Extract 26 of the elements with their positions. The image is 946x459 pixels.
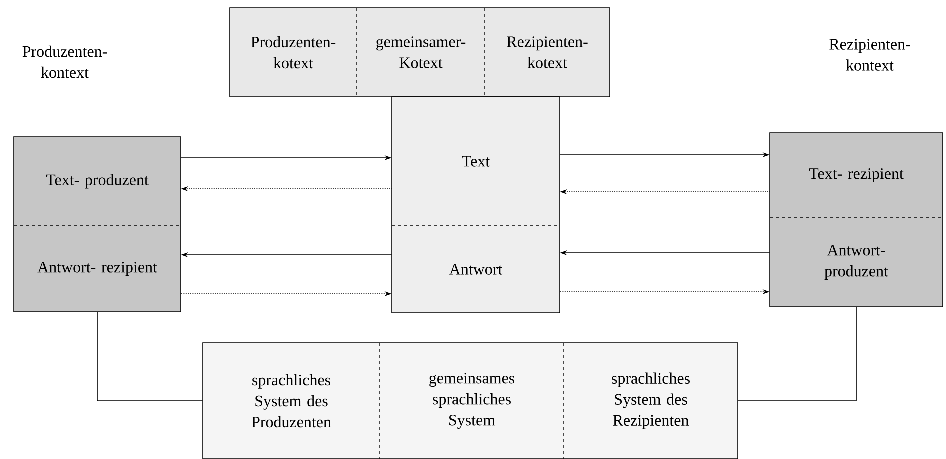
node-label: sprachliches System des Produzenten <box>252 374 332 428</box>
node-label: gemeinsamer- Kotext <box>376 36 466 68</box>
box-section: Text- produzent <box>14 137 181 226</box>
cell: sprachliches System des Produzenten <box>203 343 380 459</box>
cell: sprachliches System des Rezipienten <box>564 343 738 459</box>
node-label: Antwort- produzent <box>824 245 888 280</box>
cell: Produzenten- kotext <box>230 8 357 97</box>
cell: gemeinsames sprachliches System <box>380 343 564 459</box>
node-label: gemeinsames sprachliches System <box>430 372 515 430</box>
node-label: Text- rezipient <box>809 168 904 182</box>
box-section: Antwort- rezipient <box>14 226 181 312</box>
cell: Rezipienten- kotext <box>485 8 610 97</box>
cell: gemeinsamer- Kotext <box>357 8 485 97</box>
node-label: Text <box>462 156 490 167</box>
node-label: Produzenten- kotext <box>251 36 336 69</box>
node-label: Antwort- rezipient <box>38 262 158 276</box>
node-label: Rezipienten- kotext <box>507 36 588 68</box>
box-section: Antwort- produzent <box>770 218 943 307</box>
box-section: Antwort <box>392 226 560 313</box>
box-section: Text- rezipient <box>770 133 943 218</box>
node-label: Antwort <box>449 264 503 275</box>
context-label: Produzenten- kontext <box>22 46 108 78</box>
box-section: Text <box>392 97 560 226</box>
node-label: Text- produzent <box>46 174 149 189</box>
context-label: Rezipienten- kontext <box>830 39 910 71</box>
node-label: sprachliches System des Rezipienten <box>612 372 690 430</box>
